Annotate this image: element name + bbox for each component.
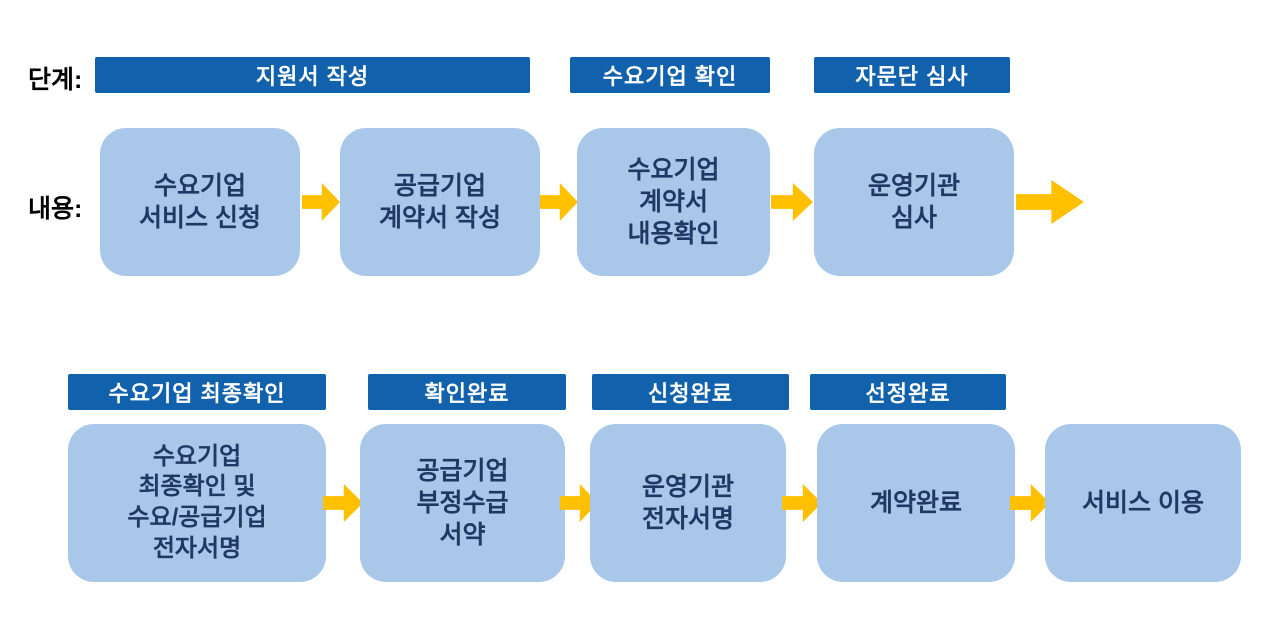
header-selection-complete: 선정완료 — [810, 374, 1006, 410]
flow-arrow-icon — [1016, 180, 1084, 224]
box-final-confirm-esign: 수요기업 최종확인 및 수요/공급기업 전자서명 — [68, 424, 326, 582]
box-service-request: 수요기업 서비스 신청 — [100, 128, 300, 276]
box-contract-complete: 계약완료 — [817, 424, 1015, 582]
box-operator-review: 운영기관 심사 — [814, 128, 1014, 276]
header-confirm-complete: 확인완료 — [368, 374, 566, 410]
box-contract-draft: 공급기업 계약서 작성 — [340, 128, 540, 276]
content-label: 내용: — [28, 195, 83, 223]
flow-arrow-icon — [771, 183, 813, 221]
header-application-complete: 신청완료 — [592, 374, 789, 410]
flow-arrow-icon — [1010, 484, 1050, 522]
box-service-use: 서비스 이용 — [1045, 424, 1241, 582]
flow-arrow-icon — [782, 484, 822, 522]
box-operator-esign: 운영기관 전자서명 — [590, 424, 786, 582]
box-fraud-pledge: 공급기업 부정수급 서약 — [360, 424, 565, 582]
flow-arrow-icon — [540, 183, 578, 221]
flow-arrow-icon — [323, 484, 363, 522]
stage-label: 단계: — [28, 66, 83, 94]
flow-arrow-icon — [302, 183, 340, 221]
header-demand-company-confirm: 수요기업 확인 — [570, 57, 770, 93]
header-demand-final-confirm: 수요기업 최종확인 — [68, 374, 326, 410]
box-contract-confirm: 수요기업 계약서 내용확인 — [577, 128, 770, 276]
header-advisory-review: 자문단 심사 — [814, 57, 1010, 93]
header-application-writing: 지원서 작성 — [95, 57, 530, 93]
